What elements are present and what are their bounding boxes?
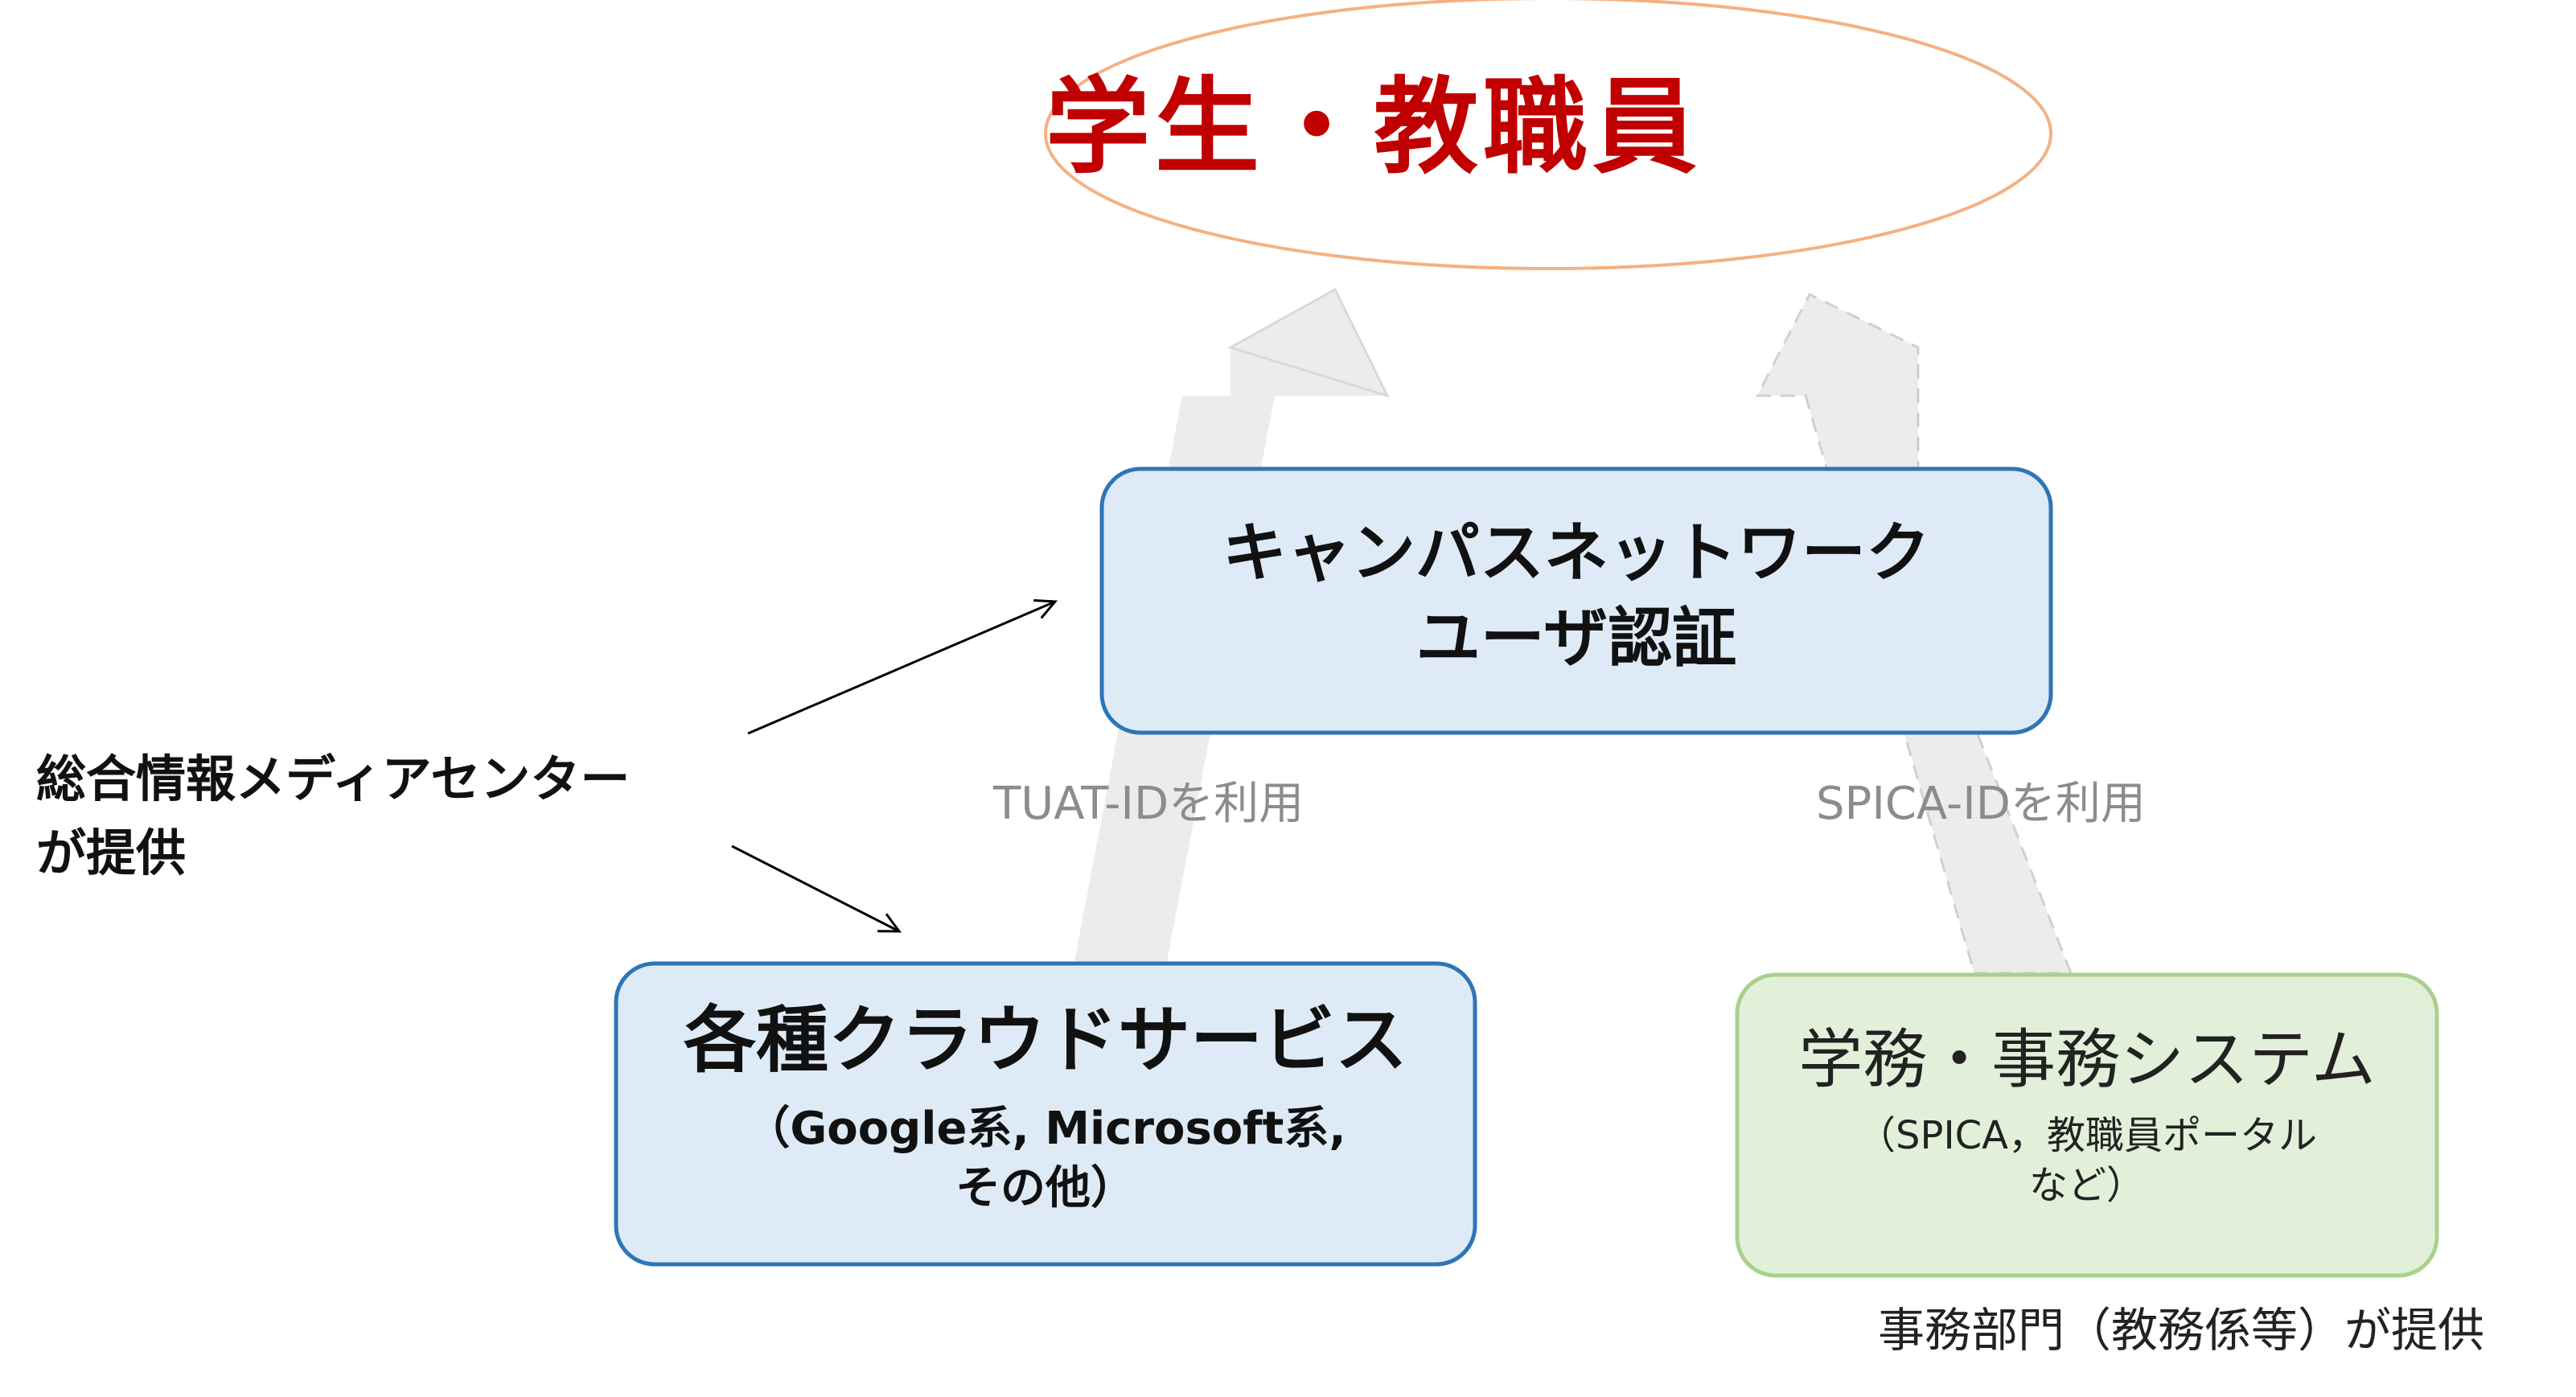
spica-id-label: SPICA-IDを利用 bbox=[1816, 778, 2146, 830]
tuat-block-arrow-head bbox=[1227, 287, 1390, 398]
admin-system-subtitle-line1: （SPICA，教職員ポータル bbox=[1857, 1113, 2317, 1158]
campus-network-title-line2: ユーザ認証 bbox=[1415, 601, 1737, 676]
cloud-services-title: 各種クラウドサービス bbox=[684, 998, 1407, 1083]
users-ellipse bbox=[1044, 0, 2052, 270]
campus-network-title-line1: キャンパスネットワーク bbox=[1222, 516, 1930, 590]
provider-arrow-lower bbox=[731, 844, 902, 933]
users-title: 学生・教職員 bbox=[1046, 66, 1703, 188]
provider-arrow-upper bbox=[747, 598, 1058, 735]
cloud-services-subtitle-line2: その他） bbox=[955, 1162, 1136, 1214]
provider-admin-department: 事務部門（教務係等）が提供 bbox=[1878, 1303, 2485, 1358]
provider-media-center-line1: 総合情報メディアセンター bbox=[36, 750, 631, 808]
cloud-services-box bbox=[614, 961, 1477, 1267]
provider-media-center-line2: が提供 bbox=[36, 824, 187, 882]
cloud-services-subtitle-line1: （Google系, Microsoft系, bbox=[745, 1103, 1346, 1155]
tuat-id-label: TUAT-IDを利用 bbox=[993, 778, 1304, 830]
admin-system-title: 学務・事務システム bbox=[1798, 1022, 2376, 1097]
campus-network-box bbox=[1099, 466, 2053, 735]
admin-system-box bbox=[1735, 972, 2439, 1278]
admin-system-subtitle-line2: など） bbox=[2028, 1163, 2145, 1208]
